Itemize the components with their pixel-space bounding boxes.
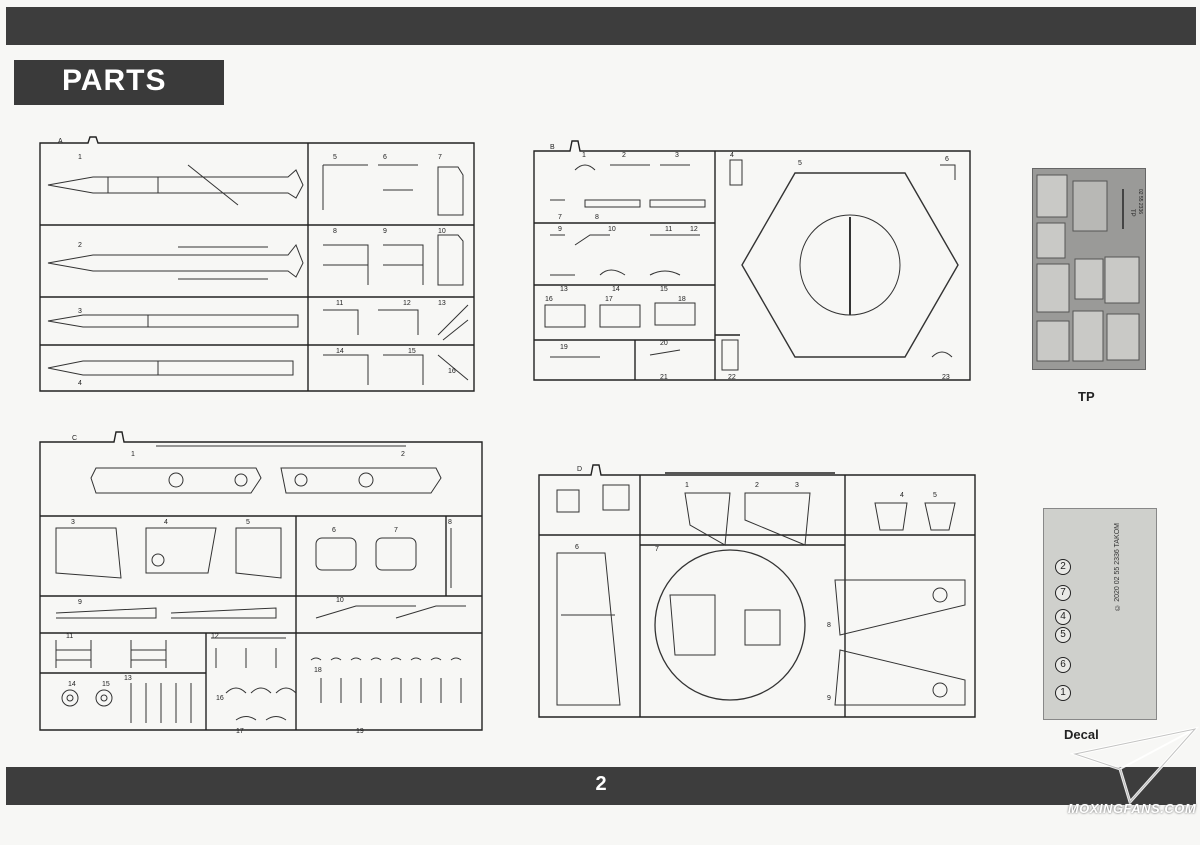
svg-text:9: 9 [383, 228, 387, 235]
svg-text:3: 3 [71, 519, 75, 526]
svg-text:16: 16 [216, 695, 224, 702]
paper-plane-logo [1070, 726, 1200, 804]
svg-text:10: 10 [336, 597, 344, 604]
page-title: PARTS [62, 64, 167, 97]
svg-text:12: 12 [403, 300, 411, 307]
decal-number: 1 [1055, 685, 1071, 701]
footer-bar: 2 [6, 767, 1196, 805]
svg-text:2: 2 [755, 482, 759, 489]
svg-text:11: 11 [66, 633, 73, 640]
svg-text:3: 3 [78, 308, 82, 315]
svg-text:9: 9 [558, 226, 562, 233]
svg-text:8: 8 [333, 228, 337, 235]
svg-text:5: 5 [933, 492, 937, 499]
svg-text:1: 1 [582, 152, 586, 159]
svg-text:14: 14 [612, 286, 620, 293]
svg-text:2: 2 [78, 242, 82, 249]
svg-text:10: 10 [608, 226, 616, 233]
svg-text:10: 10 [438, 228, 446, 235]
svg-text:2: 2 [401, 451, 405, 458]
photo-etch-label: TP [1078, 389, 1095, 404]
svg-text:12: 12 [211, 633, 219, 640]
svg-text:14: 14 [68, 681, 76, 688]
svg-text:16: 16 [448, 368, 456, 375]
svg-text:3: 3 [675, 152, 679, 159]
svg-text:4: 4 [900, 492, 904, 499]
svg-text:11: 11 [336, 300, 343, 307]
sprue-c: C 1 2 3 4 5 6 7 8 9 10 11 12 13 14 15 16… [39, 431, 483, 735]
sprue-letter: A [58, 138, 63, 145]
svg-text:22: 22 [728, 374, 736, 381]
decal-sheet: 2 4 6 1 3 5 7 © 2020 02 55 2336 TAKOM [1043, 508, 1157, 720]
title-box: PARTS [14, 60, 224, 105]
svg-text:15: 15 [102, 681, 110, 688]
svg-text:4: 4 [730, 152, 734, 159]
svg-text:C: C [72, 435, 77, 442]
svg-text:6: 6 [575, 544, 579, 551]
svg-text:4: 4 [78, 380, 82, 387]
svg-text:12: 12 [690, 226, 698, 233]
svg-text:6: 6 [332, 527, 336, 534]
svg-text:7: 7 [655, 546, 659, 553]
decal-number: 5 [1055, 627, 1071, 643]
photo-etch-code: TP [1129, 209, 1135, 217]
photo-etch-sheet-text: 02 55 2336 [1137, 189, 1143, 214]
svg-text:18: 18 [678, 296, 686, 303]
svg-text:5: 5 [333, 154, 337, 161]
svg-text:8: 8 [448, 519, 452, 526]
svg-text:4: 4 [164, 519, 168, 526]
svg-text:16: 16 [545, 296, 553, 303]
sprue-a: A 1 2 3 4 5 6 7 8 9 10 11 12 13 14 15 16 [39, 136, 475, 392]
svg-text:1: 1 [78, 154, 82, 161]
svg-text:3: 3 [795, 482, 799, 489]
svg-text:9: 9 [78, 599, 82, 606]
decal-number: 4 [1055, 609, 1071, 625]
decal-number: 7 [1055, 585, 1071, 601]
photo-etch-sheet: TP 02 55 2336 [1032, 168, 1146, 370]
svg-text:13: 13 [124, 675, 132, 682]
svg-text:7: 7 [558, 214, 562, 221]
svg-text:13: 13 [438, 300, 446, 307]
svg-text:23: 23 [942, 374, 950, 381]
photo-etch-parts: TP 02 55 2336 [1036, 174, 1143, 362]
svg-text:8: 8 [595, 214, 599, 221]
svg-text:18: 18 [314, 667, 322, 674]
svg-text:17: 17 [605, 296, 613, 303]
svg-text:15: 15 [660, 286, 668, 293]
svg-text:21: 21 [660, 374, 668, 381]
svg-text:1: 1 [131, 451, 135, 458]
svg-text:19: 19 [560, 344, 568, 351]
svg-text:13: 13 [560, 286, 568, 293]
svg-text:5: 5 [798, 160, 802, 167]
svg-text:5: 5 [246, 519, 250, 526]
svg-text:17: 17 [236, 728, 244, 735]
decal-number: 2 [1055, 559, 1071, 575]
svg-text:7: 7 [438, 154, 442, 161]
svg-text:20: 20 [660, 340, 668, 347]
svg-text:7: 7 [394, 527, 398, 534]
decal-label: Decal [1064, 727, 1099, 742]
header-bar [6, 7, 1196, 45]
svg-text:6: 6 [945, 156, 949, 163]
svg-text:15: 15 [408, 348, 416, 355]
watermark-text: MOXINGFANS.COM [1067, 801, 1197, 816]
svg-text:2: 2 [622, 152, 626, 159]
svg-text:D: D [577, 466, 582, 473]
svg-text:19: 19 [356, 728, 364, 735]
svg-text:6: 6 [383, 154, 387, 161]
sprue-b: B 1 2 3 4 5 6 7 8 9 10 11 12 13 14 15 16… [533, 140, 971, 381]
svg-text:1: 1 [685, 482, 689, 489]
sprue-d: D 1 2 3 4 5 6 7 8 9 [538, 464, 976, 718]
svg-text:14: 14 [336, 348, 344, 355]
svg-text:11: 11 [665, 226, 672, 233]
svg-text:9: 9 [827, 695, 831, 702]
page-number: 2 [595, 773, 607, 795]
svg-text:B: B [550, 144, 555, 151]
decal-number: 6 [1055, 657, 1071, 673]
svg-text:8: 8 [827, 622, 831, 629]
decal-brand-text: © 2020 02 55 2336 TAKOM [1114, 523, 1121, 611]
